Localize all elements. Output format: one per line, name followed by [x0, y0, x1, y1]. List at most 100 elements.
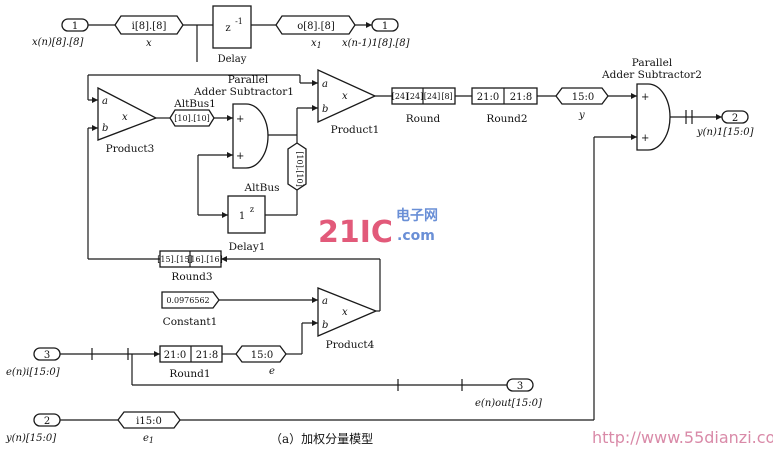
adder-subtractor1-block: + + [232, 103, 269, 169]
bus-e: 15:0 [235, 345, 287, 363]
svg-text:x: x [342, 91, 348, 102]
svg-text:[15].[15]: [15].[15] [157, 255, 192, 264]
pas2-line1: Parallel [632, 57, 673, 69]
svg-text:21:0: 21:0 [164, 350, 186, 361]
svg-text:+: + [236, 114, 244, 125]
svg-text:b: b [102, 123, 108, 134]
altbus1-block: [10].[10] [169, 109, 215, 127]
svg-text:z: z [250, 205, 254, 214]
xn1-label: x(n-1)1[8].[8] [342, 38, 410, 49]
pas1-line2: Adder Subtractor1 [193, 86, 294, 98]
svg-text:a: a [322, 79, 328, 90]
round-block: [24] [24] [24] [8] [391, 87, 456, 105]
round2-label: Round2 [486, 113, 527, 125]
svg-text:1: 1 [72, 21, 78, 32]
svg-text:[16].[16]: [16].[16] [187, 255, 222, 264]
svg-text:15:0: 15:0 [251, 350, 273, 361]
round1-block: 21:0 21:8 [159, 345, 223, 363]
eni-label: e(n)i[15:0] [6, 367, 60, 378]
product1-block: a b x [317, 68, 377, 124]
round1-label: Round1 [169, 368, 210, 380]
svg-text:x: x [122, 112, 128, 123]
xn-label: x(n)[8].[8] [32, 37, 83, 48]
svg-text:0.0976562: 0.0976562 [166, 296, 209, 305]
svg-text:-1: -1 [235, 17, 243, 26]
constant1-block: 0.0976562 [161, 291, 220, 309]
product3-block: a b x [97, 86, 158, 141]
product4-label: Product4 [326, 339, 375, 351]
x-label: x [146, 38, 152, 49]
pas2-line2: Adder Subtractor2 [601, 69, 702, 81]
svg-text:[24]: [24] [392, 92, 408, 101]
round2-block: 21:0 21:8 [471, 87, 538, 105]
svg-text:3: 3 [517, 381, 523, 392]
svg-text:[24]: [24] [407, 92, 423, 101]
round-label: Round [406, 113, 441, 125]
output-port-3: 3 [506, 378, 534, 392]
svg-text:+: + [641, 92, 649, 103]
output-port-2: 2 [721, 110, 749, 124]
altbus-label: AltBus [243, 182, 279, 194]
wires [60, 24, 722, 421]
y-label: y [578, 110, 585, 121]
svg-text:3: 3 [44, 350, 50, 361]
e-label: e [269, 366, 275, 377]
product4-block: a b x [317, 287, 378, 337]
enout-label: e(n)out[15:0] [475, 398, 542, 409]
svg-text:2: 2 [732, 113, 738, 124]
watermark-site: http://www.55dianzi.com [592, 428, 773, 447]
svg-text:b: b [322, 320, 328, 331]
watermark-logo: 21IC 电子网 .com [318, 207, 438, 250]
svg-text:电子网: 电子网 [396, 207, 438, 224]
svg-text:o[8].[8]: o[8].[8] [297, 21, 335, 32]
input-port-1: 1 [61, 18, 89, 32]
delay1-block: 1 z [227, 195, 266, 234]
bus-in-x: i[8].[8] [114, 15, 184, 35]
constant1-label: Constant1 [163, 316, 218, 328]
adder-subtractor2-block: + + [636, 83, 671, 151]
svg-text:1: 1 [239, 211, 245, 222]
product1-label: Product1 [331, 124, 380, 136]
input-port-2: 2 [33, 413, 61, 427]
svg-text:2: 2 [44, 416, 50, 427]
svg-text:i[8].[8]: i[8].[8] [132, 21, 167, 32]
input-port-3: 3 [33, 347, 61, 361]
svg-text:z: z [225, 23, 230, 34]
delay-label: Delay [218, 54, 247, 65]
svg-text:a: a [102, 96, 108, 107]
arrowheads [92, 22, 722, 357]
delay1-label: Delay1 [229, 241, 266, 253]
altbus1-label: AltBus1 [173, 98, 216, 110]
figure-caption: （a）加权分量模型 [270, 432, 373, 446]
svg-text:1: 1 [382, 21, 388, 32]
yn1-label: y(n)1[15:0] [696, 127, 754, 138]
svg-text:+: + [641, 133, 649, 144]
svg-text:[24]: [24] [424, 92, 440, 101]
svg-text:i15:0: i15:0 [136, 416, 162, 427]
svg-text:15:0: 15:0 [572, 92, 594, 103]
e1-label: e1 [143, 433, 154, 445]
bus-out-x1: o[8].[8] [275, 15, 356, 35]
bus-y: 15:0 [555, 87, 609, 105]
svg-text:b: b [322, 104, 328, 115]
svg-text:[8]: [8] [441, 92, 452, 101]
yn-label: y(n)[15:0] [5, 433, 56, 444]
svg-text:a: a [322, 296, 328, 307]
svg-text:21:8: 21:8 [196, 350, 218, 361]
svg-text:.com: .com [397, 228, 435, 244]
x1-label: x1 [311, 38, 322, 50]
bus-e1: i15:0 [117, 411, 181, 429]
svg-text:+: + [236, 151, 244, 162]
svg-text:x: x [342, 307, 348, 318]
pas1-line1: Parallel [228, 74, 269, 86]
delay-block: z -1 [212, 5, 252, 49]
round3-block: [15].[15] [16].[16] [157, 250, 223, 268]
svg-text:21:0: 21:0 [477, 92, 499, 103]
altbus-block: [10].[10] [287, 142, 307, 191]
svg-text:[10].[10]: [10].[10] [174, 114, 209, 123]
product3-label: Product3 [106, 143, 155, 155]
svg-text:21IC: 21IC [318, 215, 393, 250]
svg-text:21:8: 21:8 [510, 92, 532, 103]
svg-text:[10].[10]: [10].[10] [295, 151, 304, 186]
